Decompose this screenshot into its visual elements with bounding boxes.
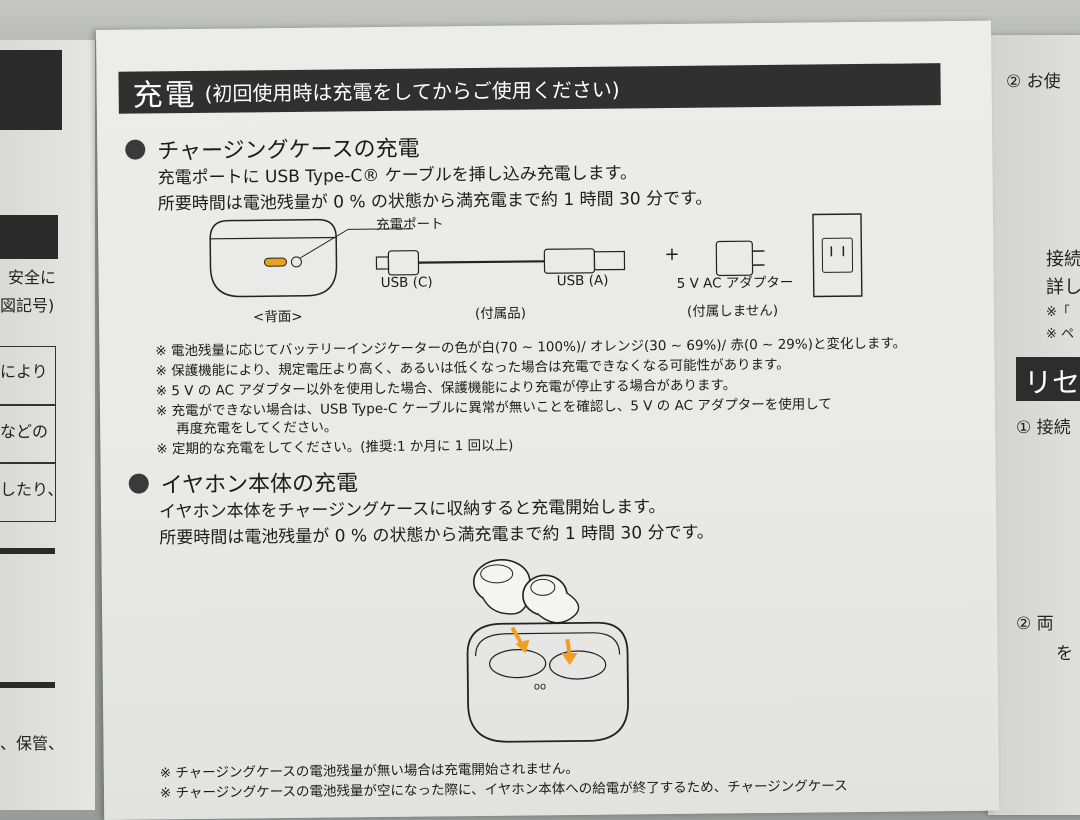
indicator-light-icon — [291, 257, 301, 267]
charging-case-icon — [467, 622, 628, 742]
page-title: 充電 — [132, 70, 196, 115]
left-line-4: などの — [0, 418, 48, 442]
right-item2: ② 両 — [1016, 609, 1054, 634]
left-line-2: 図記号) — [0, 292, 54, 316]
right-note-b: ※ ペ — [1046, 323, 1074, 342]
section-case-line1: 充電ポートに USB Type-C® ケーブルを挿し込み充電します。 — [157, 158, 637, 188]
plus-sign: + — [664, 244, 679, 265]
section-earphone-title: イヤホン本体の充電 — [161, 465, 359, 499]
usb-c-label: USB (C) — [381, 274, 433, 291]
included-label: (付属品) — [475, 302, 526, 323]
section-earphone-line1: イヤホン本体をチャージングケースに収納すると充電開始します。 — [159, 492, 666, 522]
right-note-a: ※「 — [1046, 301, 1070, 320]
earphone-case-illustration: oo — [457, 552, 639, 754]
right-page: ② お使 接続 詳し ※「 ※ ペ リセ ① 接続 ② 両 を — [988, 35, 1080, 815]
note-case-5: ※ 定期的な充電をしてください。(推奨:1 か月に 1 回以上) — [156, 434, 513, 458]
wall-outlet-icon — [813, 214, 862, 296]
usb-c-plug-icon — [376, 257, 388, 269]
right-item1: ① 接続 — [1016, 413, 1071, 438]
left-line-3: により — [0, 358, 48, 382]
right-item2b: を — [1056, 639, 1073, 664]
section-earphone-line2: 所要時間は電池残量が 0 % の状態から満充電まで約 1 時間 30 分です。 — [159, 518, 714, 549]
insert-arrow-icon — [561, 639, 577, 665]
left-page: 安全に 図記号) により などの したり、 、保管、 — [0, 40, 95, 810]
earbud-left-icon — [474, 559, 531, 614]
usb-a-plug-icon — [544, 249, 594, 274]
manual-page: 充電 (初回使用時は充電をしてからご使用ください) チャージングケースの充電 充… — [96, 21, 999, 820]
adapter-label: 5 V AC アダプター — [677, 271, 794, 292]
svg-text:oo: oo — [534, 681, 546, 692]
earbud-right-icon — [523, 575, 579, 623]
right-line-b: 詳し — [1046, 273, 1080, 299]
left-rule-1 — [0, 548, 55, 554]
bullet-icon — [129, 473, 149, 493]
title-bar: 充電 (初回使用時は充電をしてからご使用ください) — [118, 63, 940, 114]
left-title-block — [0, 50, 62, 130]
charging-port-icon — [264, 258, 286, 266]
usb-a-label: USB (A) — [557, 273, 609, 290]
note-case-4b: 再度充電をしてください。 — [176, 415, 337, 437]
charging-diagram — [208, 201, 969, 339]
port-label: 充電ポート — [376, 212, 444, 233]
left-line-1: 安全に — [8, 264, 56, 288]
back-label: <背面> — [253, 305, 303, 326]
right-item2-top: ② お使 — [1006, 67, 1061, 92]
section-earphone-heading: イヤホン本体の充電 — [129, 465, 359, 499]
right-line-a: 接続 — [1046, 245, 1080, 271]
not-included-label: (付属しません) — [687, 299, 778, 320]
usb-cable — [418, 261, 544, 262]
left-line-6: 、保管、 — [0, 730, 64, 754]
left-header-block — [0, 215, 58, 259]
left-line-5: したり、 — [0, 476, 63, 500]
page-subtitle: (初回使用時は充電をしてからご使用ください) — [205, 73, 620, 106]
bullet-icon — [125, 139, 145, 159]
right-section-title: リセ — [1024, 361, 1080, 401]
left-rule-2 — [0, 682, 55, 688]
